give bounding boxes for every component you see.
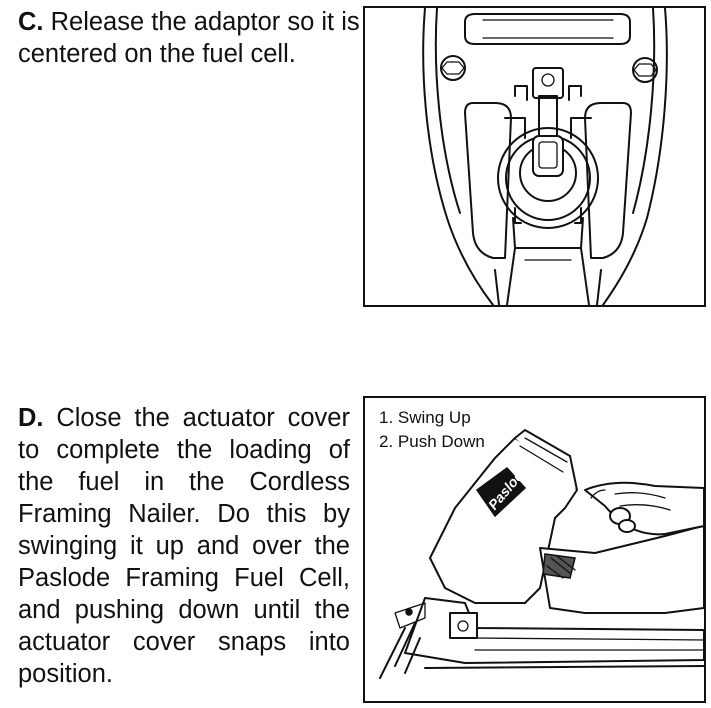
caption-swing-up: 1. Swing Up — [379, 408, 471, 427]
nailer-illustration: Paslode — [379, 429, 704, 679]
figure-release-adaptor — [363, 6, 706, 307]
step-c-text: Release the adaptor so it is centered on… — [18, 8, 360, 68]
step-d-letter: D. — [18, 404, 44, 432]
step-d-text: Close the actuator cover to complete the… — [18, 404, 350, 688]
step-c-letter: C. — [18, 8, 44, 36]
step-d-instruction: D. Close the actuator cover to complete … — [18, 402, 350, 690]
adaptor-illustration — [422, 8, 668, 305]
caption-push-down: 2. Push Down — [379, 432, 485, 451]
step-c-instruction: C. Release the adaptor so it is centered… — [18, 6, 363, 70]
figure-close-actuator-cover: Paslode 1. Swing Up 2. Push Down — [363, 396, 706, 703]
